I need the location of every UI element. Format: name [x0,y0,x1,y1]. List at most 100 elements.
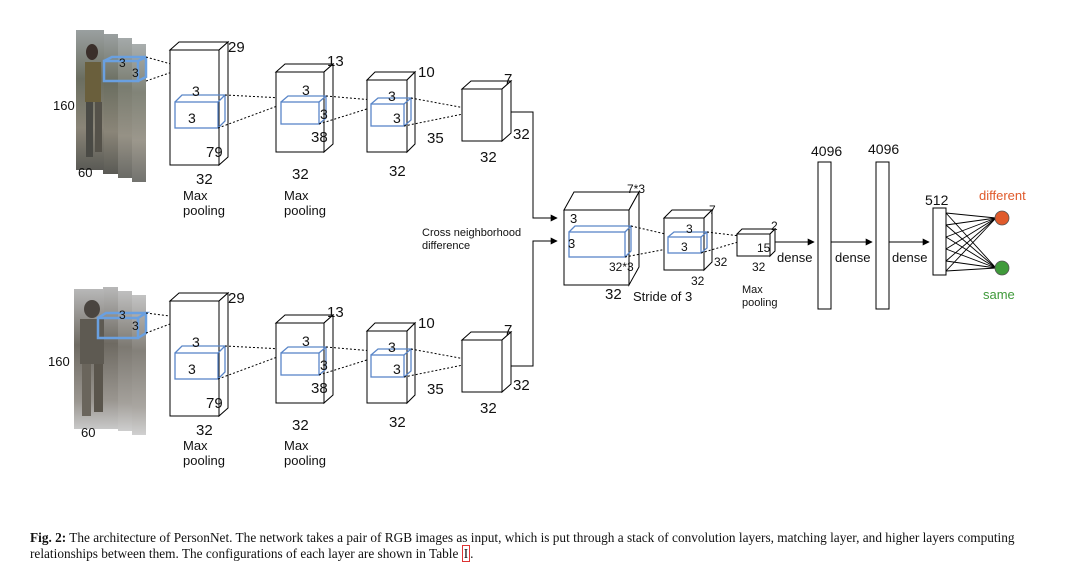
cross-neighborhood-label: Cross neighborhood difference [422,227,524,252]
caption-figure-label: Fig. 2: [30,530,67,545]
pool1-label-line1: Max [183,188,208,203]
input-height-label: 160 [53,98,75,113]
cross-depth-label: 7*3 [627,182,645,196]
final-pool-label: Max pooling [742,284,777,309]
conv2-filter-label-a: 3 [302,82,310,98]
conv2-depth-label-bottom: 13 [327,304,344,321]
pool1-label-line2: pooling [183,203,225,218]
conv1-block-top [168,40,230,167]
post-cross-filter-label-a: 3 [686,222,693,236]
conv4-block-bottom [460,330,513,394]
conv3-height-label: 35 [427,130,444,147]
final-pool-depth-label: 2 [771,219,778,233]
input-width-label-bottom: 60 [81,425,95,440]
personnet-architecture-diagram: 160 60 3 3 29 3 3 79 32 Max pooling [48,30,1026,468]
dense2-bar [875,161,890,310]
conv1-width-label: 32 [196,171,213,188]
conv3-filter-label-b: 3 [393,110,401,126]
pool2-label-bottom: Max pooling [284,438,326,468]
cross-width-label: 32 [605,286,622,303]
output-connections [945,212,997,272]
conv1-depth-label: 29 [228,39,245,56]
conv3-filter-label-a-bottom: 3 [388,339,396,355]
conv2-filter-label-b: 3 [320,106,328,122]
conv1-depth-label-bottom: 29 [228,290,245,307]
output-node-different [994,210,1010,226]
input-image-bottom [74,287,151,435]
post-cross-filter-label-b: 3 [681,240,688,254]
conv2-height-label-bottom: 38 [311,380,328,397]
conv2-filter-label-a-bottom: 3 [302,333,310,349]
cross-difference-block [563,190,640,287]
cross-filter-label-a: 3 [570,211,577,226]
input-filter-label-a: 3 [119,56,126,70]
final-pool-label-line1: Max [742,284,763,296]
dense-layers [775,161,947,310]
pool1-label-bottom: Max pooling [183,438,225,468]
conv3-depth-label-bottom: 10 [418,315,435,332]
input-height-label-bottom: 160 [48,354,70,369]
cross-height-label: 32*3 [609,260,634,274]
conv4-width-label: 32 [480,149,497,166]
caption-table-ref-link[interactable]: I [461,545,471,562]
dense1-bar [817,161,832,310]
input-image-top [76,30,148,182]
conv1-filter-label-b: 3 [188,110,196,126]
conv4-height-label-bottom: 32 [513,377,530,394]
conv3-height-label-bottom: 35 [427,381,444,398]
conv1-height-label: 79 [206,144,223,161]
dense3-bar [932,207,947,276]
pool2-label: Max pooling [284,188,326,218]
conv2-block-top [274,62,335,154]
pool2-label-line2: pooling [284,203,326,218]
conv3-filter-label-a: 3 [388,88,396,104]
conv2-width-label: 32 [292,166,309,183]
conv2-width-label-bottom: 32 [292,417,309,434]
pool2-label-bottom-line1: Max [284,438,309,453]
dense3-label: dense [892,250,927,265]
pool2-label-line1: Max [284,188,309,203]
caption-text-end: . [470,546,474,561]
caption-text: The architecture of PersonNet. The netwo… [30,530,1015,561]
post-cross-height-label: 32 [714,255,728,269]
conv4-block-top [460,79,513,143]
conv3-depth-label: 10 [418,64,435,81]
pool2-label-bottom-line2: pooling [284,453,326,468]
conv1-width-label-bottom: 32 [196,422,213,439]
post-cross-depth-label: 7 [709,203,716,217]
conv4-height-label: 32 [513,126,530,143]
conv1-block-bottom [168,291,230,418]
pool1-label-bottom-line2: pooling [183,453,225,468]
conv4-width-label-bottom: 32 [480,400,497,417]
stride-label: Stride of 3 [633,289,692,304]
conv4-depth-label-bottom: 7 [504,322,512,339]
cross-label-line2: difference [422,240,470,252]
cross-label-line1: Cross neighborhood [422,227,521,239]
conv4-depth-label: 7 [504,71,512,88]
input-filter-label-a-bottom: 3 [119,308,126,322]
conv1-filter-label-a-bottom: 3 [192,334,200,350]
dense1-label: dense [777,250,812,265]
post-cross-conv-block [662,208,714,272]
conv3-width-label: 32 [389,163,406,180]
dense2-size-label: 4096 [868,141,899,157]
input-width-label: 60 [78,165,92,180]
final-pool-block [735,227,777,258]
conv1-filter-label-a: 3 [192,83,200,99]
conv3-filter-label-b-bottom: 3 [393,361,401,377]
input-filter-label-b: 3 [132,66,139,80]
final-pool-width-label: 32 [752,260,766,274]
conv1-height-label-bottom: 79 [206,395,223,412]
final-pool-label-line2: pooling [742,297,777,309]
pool1-label: Max pooling [183,188,225,218]
dense1-size-label: 4096 [811,143,842,159]
post-cross-width-label: 32 [691,274,705,288]
conv3-width-label-bottom: 32 [389,414,406,431]
conv2-block-bottom [274,313,335,405]
pool1-label-bottom-line1: Max [183,438,208,453]
output-label-same: same [983,287,1015,302]
input-filter-label-b-bottom: 3 [132,319,139,333]
top-branch: 160 60 3 3 29 3 3 79 32 Max pooling [53,30,530,218]
output-label-different: different [979,188,1026,203]
dense3-size-label: 512 [925,192,949,208]
